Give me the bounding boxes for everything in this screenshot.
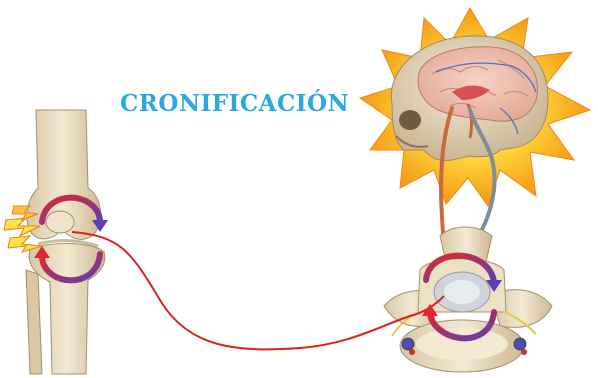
brain-skull bbox=[391, 36, 548, 161]
knee-joint bbox=[26, 110, 105, 374]
nerve-signal-pathway bbox=[72, 232, 444, 349]
spinal-vertebra bbox=[384, 227, 552, 372]
